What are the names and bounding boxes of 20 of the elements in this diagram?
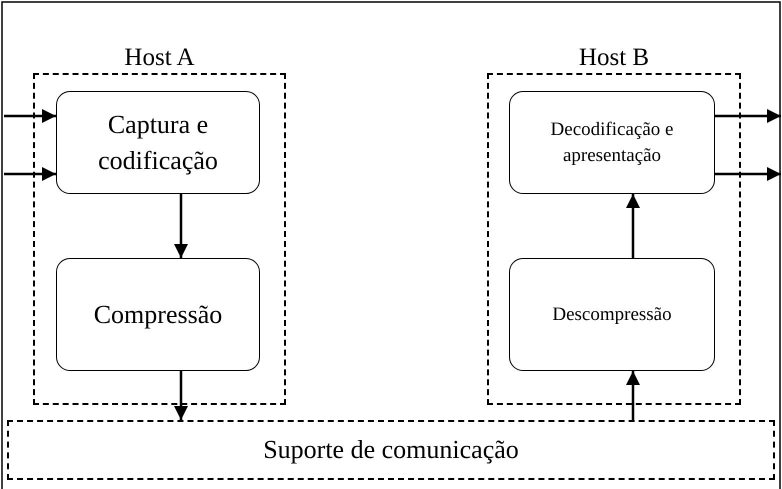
node-label: Compressão [92,298,224,331]
arrow [626,194,640,258]
node-label: Decodificação e apresentação [550,118,674,168]
group-title: Host A [123,44,196,72]
arrow [4,109,56,123]
node-label: Suporte de comunicação [262,434,520,466]
process-box [509,258,715,371]
dashed-band [7,420,775,480]
node-label: Captura e codificação [97,109,219,176]
process-box [56,91,260,194]
arrow [174,194,188,258]
process-box [509,91,715,194]
arrow [715,109,781,123]
group-title: Host B [578,44,650,72]
arrow [626,371,640,420]
process-box [56,258,260,371]
arrow [174,371,188,420]
node-label: Descompressão [551,302,673,327]
arrow [715,167,781,181]
arrow [4,167,56,181]
